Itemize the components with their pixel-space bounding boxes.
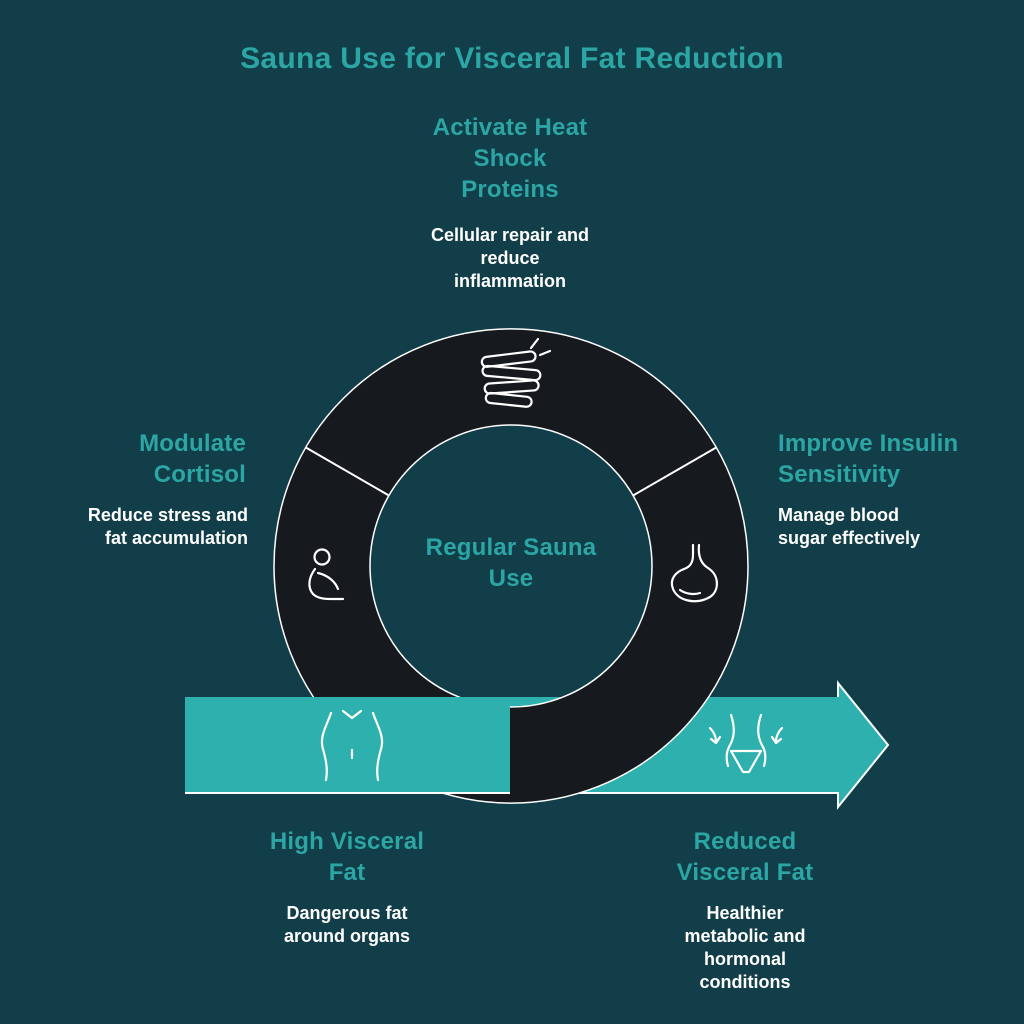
node-heading-heat-shock: Activate Heat Shock Proteins (432, 114, 588, 203)
node-heading-insulin: Improve Insulin Sensitivity (778, 430, 959, 488)
infographic-title: Sauna Use for Visceral Fat Reduction (240, 42, 784, 75)
node-heading-cortisol: Modulate Cortisol (139, 430, 246, 488)
flow-arrow-outline (185, 680, 890, 810)
node-body-insulin: Manage blood sugar effectively (778, 505, 921, 548)
flow-from-heading: High Visceral Fat (269, 828, 425, 886)
ring-center-label: Regular Sauna Use (425, 534, 597, 592)
flow-to-heading: Reduced Visceral Fat (676, 828, 814, 886)
node-body-heat-shock: Cellular repair and reduce inflammation (430, 225, 590, 291)
sauna-person-icon (308, 548, 345, 601)
stomach-icon (670, 543, 718, 603)
flow-band-left-overlay (185, 697, 510, 793)
heat-shock-proteins-icon (480, 337, 552, 408)
belly-icon (320, 709, 384, 782)
flow-to-body: Healthier metabolic and hormonal conditi… (684, 903, 806, 992)
ring-divider-left (305, 446, 390, 497)
node-body-cortisol: Reduce stress and fat accumulation (87, 505, 248, 548)
ring-divider-right (632, 446, 717, 497)
slim-waist-icon (708, 713, 784, 774)
flow-from-body: Dangerous fat around organs (283, 903, 410, 946)
